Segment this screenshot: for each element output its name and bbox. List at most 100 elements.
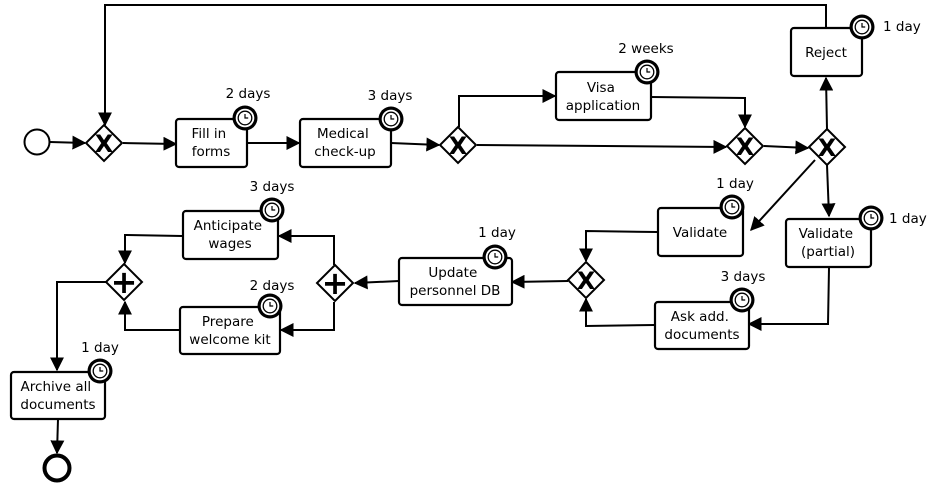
svg-text:Update personnel DB: Update personnel DB [410, 265, 501, 299]
task-label-line2: documents [20, 397, 95, 413]
timer-icon [719, 194, 745, 220]
task-anticipate-wages: Anticipate wages 3 days [181, 179, 295, 261]
flow-g4-to-validate [750, 159, 816, 232]
task-archive-documents: Archive all documents 1 day [9, 340, 119, 421]
timer-icon [232, 105, 258, 131]
task-medical-checkup: Medical check-up 3 days [298, 88, 413, 169]
flow-ask-docs-to-g5 [579, 297, 656, 328]
task-label-line2: check-up [314, 144, 376, 160]
timer-icon [378, 106, 404, 132]
timer-icon [482, 244, 508, 270]
task-label-line2: wages [208, 236, 251, 252]
gateway-exclusive-3: X [725, 126, 765, 166]
flow-welcome-kit-to-g7 [118, 300, 180, 331]
svg-text:Medical check-up: Medical check-up [314, 126, 376, 160]
duration-label: 3 days [368, 88, 413, 104]
task-validate-partial: Validate (partial) 1 day [784, 205, 927, 269]
task-label-line1: Validate [799, 226, 853, 242]
sequence-flows [49, 4, 836, 455]
flow-g3-to-g4 [763, 140, 810, 155]
flow-medical-to-g2 [390, 137, 441, 152]
task-label-line2: personnel DB [410, 283, 501, 299]
duration-label: 1 day [889, 211, 927, 227]
duration-label: 1 day [478, 225, 516, 241]
duration-label: 1 day [81, 340, 119, 356]
gateway-exclusive-1: X [84, 123, 124, 163]
gateway-symbol: + [322, 264, 349, 302]
task-reject: Reject 1 day [789, 14, 921, 78]
task-label-line1: Reject [805, 45, 847, 61]
flow-g2-to-g3 [476, 139, 728, 154]
flow-g6-to-anticipate-wages [277, 229, 335, 265]
svg-text:Archive all documents: Archive all documents [20, 379, 95, 413]
flow-anticipate-wages-to-g7 [118, 233, 183, 265]
task-ask-additional-documents: Ask add. documents 3 days [653, 269, 766, 351]
timer-icon [257, 293, 283, 319]
task-label-line1: Fill in [192, 126, 227, 142]
task-label-line2: forms [192, 144, 231, 160]
flow-visa-to-g3 [650, 96, 752, 129]
task-label-line1: Update [428, 265, 477, 281]
svg-text:Ask add. documents: Ask add. documents [664, 309, 739, 343]
gateway-parallel-6: + [315, 263, 355, 303]
timer-icon [87, 358, 113, 384]
svg-text:Reject: Reject [805, 45, 847, 61]
task-label-line1: Prepare [202, 314, 254, 330]
task-label-line1: Anticipate [194, 218, 262, 234]
duration-label: 2 days [250, 278, 295, 294]
flow-g4-to-reject [819, 76, 834, 130]
gateway-exclusive-4: X [807, 127, 847, 167]
flow-g4-to-validate-partial [821, 164, 836, 218]
gateway-symbol: X [818, 134, 837, 162]
svg-text:Visa application: Visa application [566, 80, 640, 114]
task-label-line1: Visa [587, 80, 615, 96]
timer-icon [858, 205, 884, 231]
duration-label: 1 day [883, 19, 921, 35]
timer-icon [849, 14, 875, 40]
svg-text:Fill in forms: Fill in forms [192, 126, 231, 160]
duration-label: 2 days [226, 86, 271, 102]
flow-g1-to-fill-forms [122, 136, 178, 151]
task-prepare-welcome-kit: Prepare welcome kit 2 days [178, 278, 295, 356]
task-label-line2: (partial) [801, 244, 855, 260]
flow-g6-to-welcome-kit [279, 302, 335, 337]
task-label-line1: Validate [673, 225, 727, 241]
task-label-line1: Ask add. [671, 309, 729, 325]
svg-text:Validate: Validate [673, 225, 727, 241]
flow-validate-to-g5 [579, 229, 658, 263]
svg-text:Prepare welcome kit: Prepare welcome kit [189, 314, 270, 348]
flow-g7-to-archive [50, 281, 106, 372]
duration-label: 3 days [721, 269, 766, 285]
gateway-symbol: X [577, 267, 596, 295]
task-label-line1: Archive all [21, 379, 92, 395]
svg-text:Validate (partial): Validate (partial) [799, 226, 858, 260]
end-event [42, 453, 72, 483]
task-fill-forms: Fill in forms 2 days [174, 86, 271, 169]
timer-icon [634, 59, 660, 85]
flow-archive-to-end [50, 418, 65, 455]
task-label-line2: documents [664, 327, 739, 343]
gateway-parallel-7: + [104, 262, 144, 302]
flow-g5-to-update-db [510, 274, 569, 289]
svg-text:Anticipate wages: Anticipate wages [194, 218, 267, 252]
task-visa-application: Visa application 2 weeks [554, 41, 674, 122]
gateway-symbol: X [736, 133, 755, 161]
flow-g2-to-visa [458, 89, 557, 127]
flow-start-to-g1 [49, 135, 87, 150]
task-label-line2: welcome kit [189, 332, 270, 348]
flow-validate-partial-to-ask-docs [747, 267, 830, 331]
gateway-symbol: + [111, 263, 138, 301]
duration-label: 3 days [250, 179, 295, 195]
task-validate: Validate 1 day [656, 176, 754, 258]
gateway-exclusive-2: X [438, 125, 478, 165]
task-update-personnel-db: Update personnel DB 1 day [397, 225, 516, 307]
duration-label: 2 weeks [618, 41, 673, 57]
task-label-line2: application [566, 98, 640, 114]
task-label-line1: Medical [317, 126, 369, 142]
gateway-symbol: X [449, 132, 468, 160]
flow-reject-to-g1 [98, 4, 827, 127]
gateway-symbol: X [95, 130, 114, 158]
timer-icon [729, 287, 755, 313]
gateway-exclusive-5: X [566, 260, 606, 300]
